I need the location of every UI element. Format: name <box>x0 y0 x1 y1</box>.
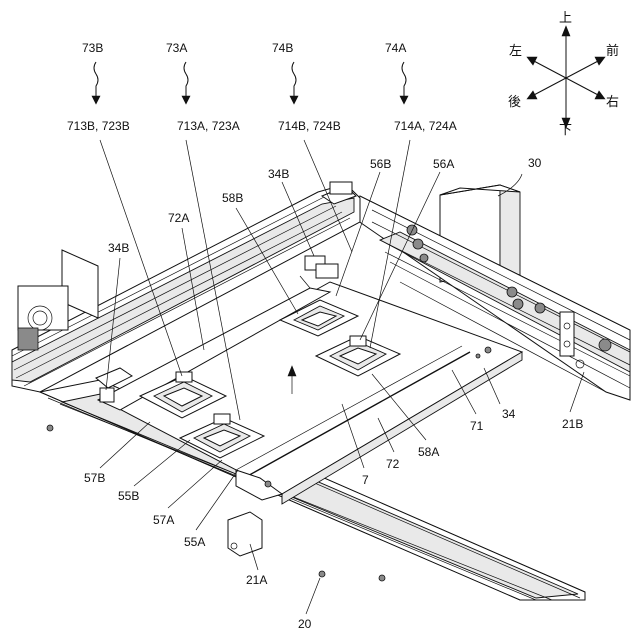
label-34B-top: 34B <box>268 167 289 181</box>
label-72A: 72A <box>168 211 189 225</box>
group-sub-label: 713B, 723B <box>67 119 130 133</box>
label-58A: 58A <box>418 445 439 459</box>
leader-arrowhead <box>400 96 408 104</box>
label-55A: 55A <box>184 535 205 549</box>
leader-arrowhead <box>290 96 298 104</box>
leader-squiggle <box>184 62 188 96</box>
top-group-74A: 74A 714A, 724A <box>385 41 457 133</box>
group-id-label: 73A <box>166 41 187 55</box>
dir-back-label: 後 <box>508 94 521 109</box>
label-34B-left: 34B <box>108 241 129 255</box>
label-56A: 56A <box>433 157 454 171</box>
group-sub-label: 713A, 723A <box>177 119 240 133</box>
group-id-label: 73B <box>82 41 103 55</box>
compass-arrow-right <box>566 78 600 96</box>
top-group-73B: 73B 713B, 723B <box>67 41 130 133</box>
dir-left-label: 左 <box>509 43 522 58</box>
label-71: 71 <box>470 419 484 433</box>
dir-right-label: 右 <box>606 94 619 109</box>
label-7: 7 <box>362 473 369 487</box>
compass-arrowhead-back <box>527 91 537 99</box>
label-21A: 21A <box>246 573 267 587</box>
label-30: 30 <box>528 156 542 170</box>
compass-arrowhead-left <box>527 57 537 65</box>
leader-squiggle <box>94 62 98 96</box>
leader-squiggle <box>402 62 406 96</box>
compass-arrow-back <box>532 78 566 96</box>
top-group-73A: 73A 713A, 723A <box>166 41 240 133</box>
group-id-label: 74A <box>385 41 406 55</box>
leader-squiggle <box>292 62 296 96</box>
group-sub-label: 714A, 724A <box>394 119 457 133</box>
label-34: 34 <box>502 407 516 421</box>
compass-arrowhead-right <box>595 91 605 99</box>
leader-arrowhead <box>92 96 100 104</box>
compass-arrow-left <box>532 60 566 78</box>
group-sub-label: 714B, 724B <box>278 119 341 133</box>
label-21B: 21B <box>562 417 583 431</box>
label-56B: 56B <box>370 157 391 171</box>
dir-front-label: 前 <box>606 43 619 58</box>
label-57A: 57A <box>153 513 174 527</box>
label-72: 72 <box>386 457 400 471</box>
dir-down-label: 下 <box>559 122 572 137</box>
label-55B: 55B <box>118 489 139 503</box>
group-id-label: 74B <box>272 41 293 55</box>
compass-arrowhead-up <box>562 26 570 36</box>
compass-arrowhead-front <box>595 57 605 65</box>
top-group-74B: 74B 714B, 724B <box>272 41 341 133</box>
label-20: 20 <box>298 617 312 631</box>
direction-compass: 上 左 前 後 右 下 <box>508 10 619 137</box>
label-57B: 57B <box>84 471 105 485</box>
label-58B: 58B <box>222 191 243 205</box>
dir-up-label: 上 <box>559 10 572 25</box>
leader-arrowhead <box>182 96 190 104</box>
compass-arrow-front <box>566 60 600 78</box>
